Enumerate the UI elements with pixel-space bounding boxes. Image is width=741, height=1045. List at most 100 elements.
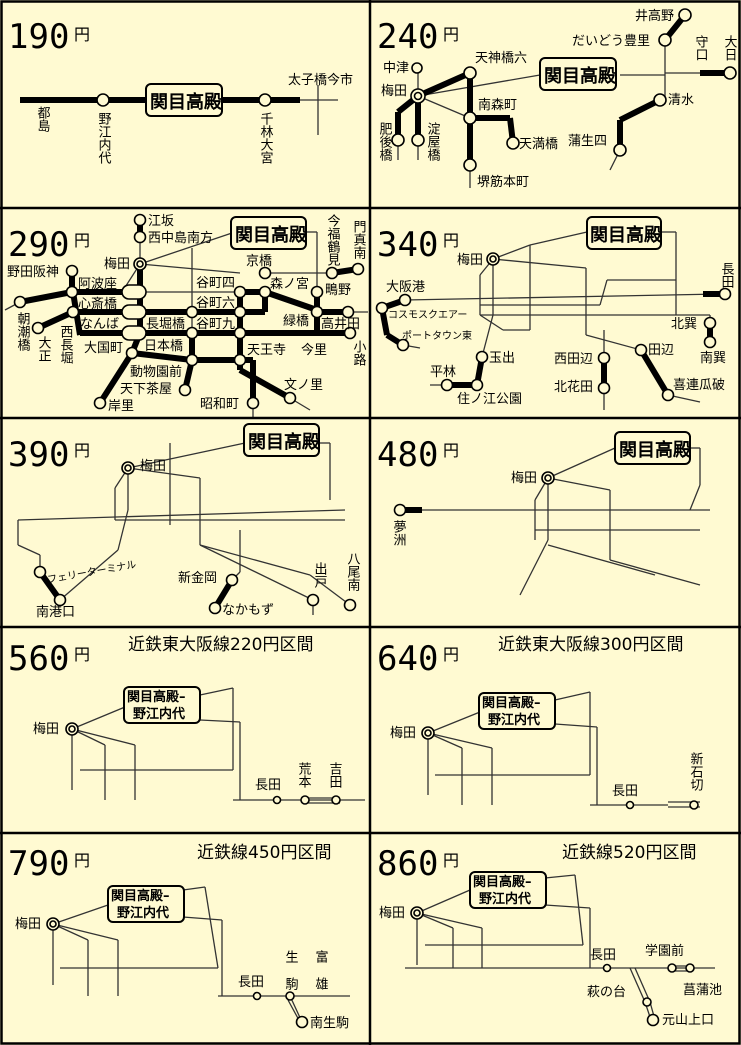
- station-label: 淀屋橋: [425, 122, 441, 162]
- station-label: 南港口: [36, 604, 75, 620]
- panel-790: 790 円 近鉄線450円区間 梅田 長田 生駒 富雄 南生駒 関目高殿– 野江…: [8, 843, 350, 1031]
- station-label: 元山上口: [662, 1013, 714, 1028]
- fare-amount: 340: [377, 225, 438, 265]
- station-label: 西田辺: [554, 352, 593, 367]
- yen-unit: 円: [74, 25, 90, 44]
- section-title: 近鉄線520円区間: [562, 843, 696, 863]
- origin-station-box-line2: 野江内代: [133, 706, 185, 722]
- station-label: 鴫野: [325, 283, 351, 298]
- station-label: 太子橋今市: [288, 72, 353, 88]
- origin-station-box-line2: 野江内代: [479, 891, 531, 907]
- station-label: 長田: [255, 778, 281, 793]
- station-label: 岸里: [108, 399, 134, 414]
- station-label: 天下茶屋: [120, 381, 172, 397]
- station-label: だいどう豊里: [572, 34, 650, 49]
- station-label: 南巽: [700, 350, 726, 366]
- station-label: 心斎橋: [78, 296, 117, 312]
- station-label: 日本橋: [144, 339, 183, 354]
- station-label: 今福鶴見: [325, 213, 341, 267]
- station-label: 京橋: [246, 254, 272, 269]
- panel-240: 240 円 井高野 だいどう豊里 守口 大日 中津 梅田: [377, 8, 738, 190]
- station-label: 肥後橋: [377, 122, 393, 162]
- station-label: 中津: [383, 61, 409, 76]
- station-marker[interactable]: [96, 93, 110, 107]
- yen-unit: 円: [443, 231, 459, 250]
- panel-640: 640 円 近鉄東大阪線300円区間 梅田 長田 新石切 関目高殿– 野江内代: [377, 635, 704, 810]
- panel-190: 190 円 都島 野江内代 千林大宮 太子橋今市 関目高殿: [8, 17, 353, 165]
- station-label: 昭和町: [200, 397, 239, 412]
- station-label: 蒲生四: [568, 134, 607, 149]
- panel-560: 560 円 近鉄東大阪線220円区間 梅田 長田 荒本 吉田 関目高殿– 野江内…: [8, 635, 365, 805]
- station-label: 梅田: [379, 906, 405, 921]
- yen-unit: 円: [443, 645, 459, 664]
- origin-station-box: 関目高殿: [235, 224, 308, 246]
- station-label: 南生駒: [310, 1015, 349, 1031]
- station-label: 千林大宮: [258, 112, 274, 164]
- station-label: なんば: [80, 317, 119, 332]
- station-label: 阿波座: [78, 277, 117, 292]
- station-label: 北花田: [554, 379, 593, 395]
- station-label: 八尾南: [345, 552, 361, 591]
- origin-station-box: 関目高殿: [590, 224, 663, 246]
- station-label: 門真南: [351, 220, 367, 259]
- station-label: 清水: [668, 93, 694, 108]
- station-label: 野江内代: [96, 112, 112, 165]
- section-title: 近鉄東大阪線300円区間: [498, 635, 683, 655]
- station-label: 学園前: [645, 943, 684, 959]
- fare-amount: 290: [8, 225, 69, 265]
- panel-340: 340 円 梅田 大阪港 コスモスクエアー ポートタウン東 玉: [375, 216, 735, 410]
- origin-station-box-line2: 野江内代: [117, 905, 169, 921]
- station-label: 西長堀: [58, 325, 74, 364]
- station-label: 守口: [693, 35, 709, 61]
- origin-station-box-line1: 関目高殿–: [111, 888, 170, 904]
- origin-station-box-line1: 関目高殿–: [127, 689, 186, 705]
- station-label: 梅田: [390, 726, 416, 741]
- panel-290: 290 円: [4, 213, 368, 418]
- station-label: 梅田: [15, 917, 41, 932]
- station-marker[interactable]: [258, 93, 272, 107]
- station-label: 梅田: [457, 253, 483, 268]
- panel-480: 480 円 梅田 夢洲 関目高殿: [377, 431, 710, 596]
- station-label: 高井田: [321, 316, 360, 332]
- station-label: 新石切: [688, 751, 704, 792]
- origin-station-box: 関目高殿: [248, 431, 321, 453]
- station-label: 谷町四: [196, 276, 235, 291]
- station-label: 森ノ宮: [270, 276, 309, 292]
- station-label: 梅田: [511, 471, 537, 486]
- origin-station-box-line1: 関目高殿–: [473, 874, 532, 890]
- station-label: 喜連瓜破: [673, 378, 725, 393]
- panel-860: 860 円 近鉄線520円区間 梅田 長田 学園前 菖蒲池 萩の台 元山上口 関…: [377, 843, 722, 1028]
- station-label: 夢洲: [391, 520, 407, 546]
- station-label: 大阪港: [386, 280, 425, 295]
- station-label: 生駒: [283, 950, 299, 1004]
- station-label: 梅田: [104, 257, 130, 272]
- station-label: 田辺: [648, 343, 674, 358]
- origin-station-box-line1: 関目高殿–: [482, 695, 541, 711]
- yen-unit: 円: [443, 25, 459, 44]
- station-label: 谷町六: [196, 296, 235, 311]
- fare-amount: 190: [8, 17, 69, 57]
- station-label: 梅田: [381, 84, 407, 99]
- station-label: 吉田: [327, 762, 343, 788]
- station-label: 長田: [719, 262, 735, 288]
- section-title: 近鉄線450円区間: [197, 843, 331, 863]
- station-label: 住ノ江公園: [457, 392, 522, 407]
- fare-amount: 480: [377, 435, 438, 475]
- station-label: 天満橋: [519, 137, 558, 152]
- station-label: 今里: [301, 342, 327, 358]
- station-label: 大日: [722, 35, 738, 61]
- fare-amount: 640: [377, 639, 438, 679]
- station-label: 梅田: [140, 459, 166, 474]
- origin-station-box: 関目高殿: [150, 91, 223, 113]
- yen-unit: 円: [74, 231, 90, 250]
- station-label: 玉出: [489, 351, 515, 366]
- station-label: 天王寺: [247, 343, 286, 358]
- yen-unit: 円: [443, 441, 459, 460]
- yen-unit: 円: [74, 851, 90, 870]
- station-label: 動物園前: [130, 364, 182, 380]
- station-label: なかもず: [222, 603, 274, 618]
- fare-amount: 790: [8, 844, 69, 884]
- station-label: 萩の台: [587, 985, 626, 1000]
- station-label: 朝潮橋: [15, 312, 31, 352]
